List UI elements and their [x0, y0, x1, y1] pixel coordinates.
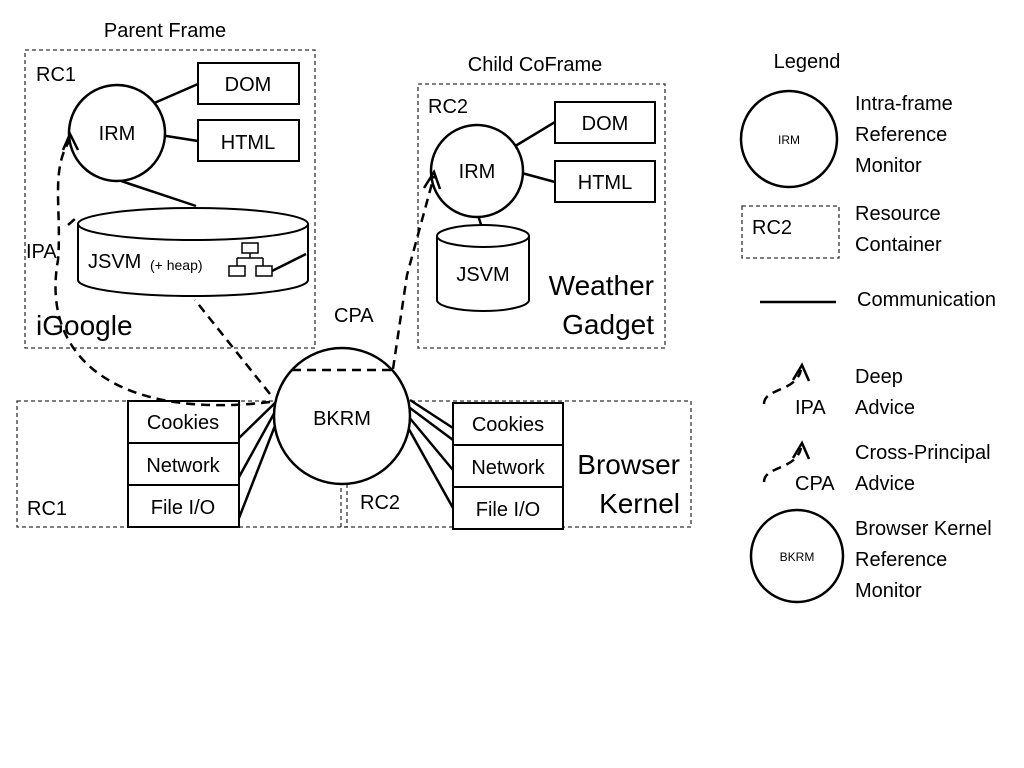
bkrm-right-network-link: [407, 415, 454, 471]
left-cookies-label: Cookies: [147, 412, 219, 434]
child-jsvm-cylinder: [436, 224, 530, 312]
child-frame-name-line2: Gadget: [562, 309, 654, 340]
legend-rc-symbol-label: RC2: [752, 217, 792, 239]
parent-jsvm-cylinder: [77, 207, 309, 297]
ipa-arrowhead: [61, 131, 80, 151]
legend-bkrm-desc-2: Reference: [855, 549, 947, 571]
child-frame: Child CoFrame RC2 IRM DOM HTML JSVM Weat…: [417, 54, 666, 349]
kernel-rc2-label: RC2: [360, 492, 400, 514]
heap-tree-icon: [228, 242, 307, 277]
browser-kernel: RC1 RC2 Cookies Network File I/O Cookies…: [16, 346, 692, 530]
right-cookies-label: Cookies: [472, 414, 544, 436]
legend-irm-desc-3: Monitor: [855, 155, 922, 177]
legend-rc-symbol: [741, 205, 840, 259]
legend-ipa-symbol-label: IPA: [795, 397, 826, 419]
child-html-label: HTML: [578, 172, 632, 194]
legend-ipa-arrowhead: [791, 362, 811, 382]
legend-cpa-symbol-label: CPA: [795, 473, 835, 495]
parent-irm-label: IRM: [99, 123, 136, 145]
ipa-tick: [67, 217, 77, 226]
legend-bkrm-symbol-label: BKRM: [780, 550, 815, 564]
jsvm-bkrm-dashed-link: [194, 299, 271, 395]
bkrm-left-fileio-link: [237, 417, 280, 519]
parent-frame: Parent Frame RC1 IRM DOM HTML JSVM (+ he…: [24, 20, 316, 349]
right-fileio-box: [452, 486, 564, 530]
legend-irm-desc-1: Intra-frame: [855, 93, 953, 115]
parent-html-label: HTML: [221, 132, 275, 154]
legend-irm-symbol: [739, 89, 839, 189]
cpa-dashed-arrow: [391, 175, 436, 370]
parent-html-box: [197, 119, 300, 162]
parent-rc-label: RC1: [36, 64, 76, 86]
parent-jsvm-label: JSVM: [88, 251, 141, 273]
parent-irm-jsvm-link: [117, 178, 197, 208]
parent-irm-node: [67, 83, 167, 183]
parent-heap-label: (+ heap): [150, 257, 203, 273]
bkrm-left-cookies-link: [238, 401, 277, 439]
cpa-label: CPA: [334, 305, 374, 327]
child-irm-dom-link: [511, 120, 556, 150]
bkrm-right-fileio-link: [404, 423, 455, 509]
legend-irm-desc-2: Reference: [855, 124, 947, 146]
legend-irm-symbol-label: IRM: [778, 133, 800, 147]
child-frame-name-line1: Weather: [549, 270, 654, 301]
bkrm-label: BKRM: [313, 408, 371, 430]
child-irm-node: [429, 123, 525, 219]
parent-dom-box: [197, 62, 300, 105]
legend-bkrm-symbol: [749, 508, 845, 604]
child-dom-label: DOM: [582, 113, 629, 135]
legend-ipa-desc-1: Deep: [855, 366, 903, 388]
parent-irm-dom-link: [151, 82, 199, 106]
child-html-box: [554, 160, 656, 203]
child-frame-title: Child CoFrame: [468, 54, 602, 76]
legend-rc-desc-1: Resource: [855, 203, 941, 225]
legend-title: Legend: [774, 51, 841, 73]
child-dom-box: [554, 101, 656, 144]
legend-rc-desc-2: Container: [855, 234, 942, 256]
advice-arrows: [54, 131, 442, 407]
left-fileio-label: File I/O: [151, 497, 215, 519]
kernel-name-line1: Browser: [577, 449, 680, 480]
left-cookies-box: [127, 400, 240, 444]
parent-dom-label: DOM: [225, 74, 272, 96]
parent-irm-html-link: [159, 133, 199, 143]
bkrm-right-cookies-link-2: [409, 406, 454, 442]
legend-bkrm-desc-1: Browser Kernel: [855, 518, 992, 540]
right-network-label: Network: [471, 457, 545, 479]
legend-cpa-desc-2: Advice: [855, 473, 915, 495]
child-rc-label: RC2: [428, 96, 468, 118]
bkrm-right-cookies-link-1: [409, 398, 454, 430]
kernel-rc1-label: RC1: [27, 498, 67, 520]
right-fileio-label: File I/O: [476, 499, 540, 521]
left-network-box: [127, 442, 240, 486]
child-resource-container: [417, 83, 666, 349]
legend: Legend IRM Intra-frame Reference Monitor…: [739, 51, 996, 604]
bkrm-left-network-link: [237, 409, 278, 478]
parent-frame-name: iGoogle: [36, 310, 133, 341]
ipa-label: IPA: [26, 241, 57, 263]
left-fileio-box: [127, 484, 240, 528]
cpa-arrowhead: [422, 169, 442, 190]
legend-communication-label: Communication: [857, 289, 996, 311]
child-irm-label: IRM: [459, 161, 496, 183]
legend-cpa-arrowhead: [791, 440, 811, 460]
legend-cpa-arrow: [762, 447, 803, 483]
kernel-name-line2: Kernel: [599, 488, 680, 519]
bkrm-node: [272, 346, 412, 486]
legend-cpa-desc-1: Cross-Principal: [855, 442, 991, 464]
child-jsvm-label: JSVM: [456, 264, 509, 286]
legend-ipa-desc-2: Advice: [855, 397, 915, 419]
legend-bkrm-desc-3: Monitor: [855, 580, 922, 602]
left-network-label: Network: [146, 455, 220, 477]
right-cookies-box: [452, 402, 564, 446]
right-network-box: [452, 444, 564, 488]
parent-frame-title: Parent Frame: [104, 20, 226, 42]
legend-ipa-arrow: [762, 369, 803, 405]
